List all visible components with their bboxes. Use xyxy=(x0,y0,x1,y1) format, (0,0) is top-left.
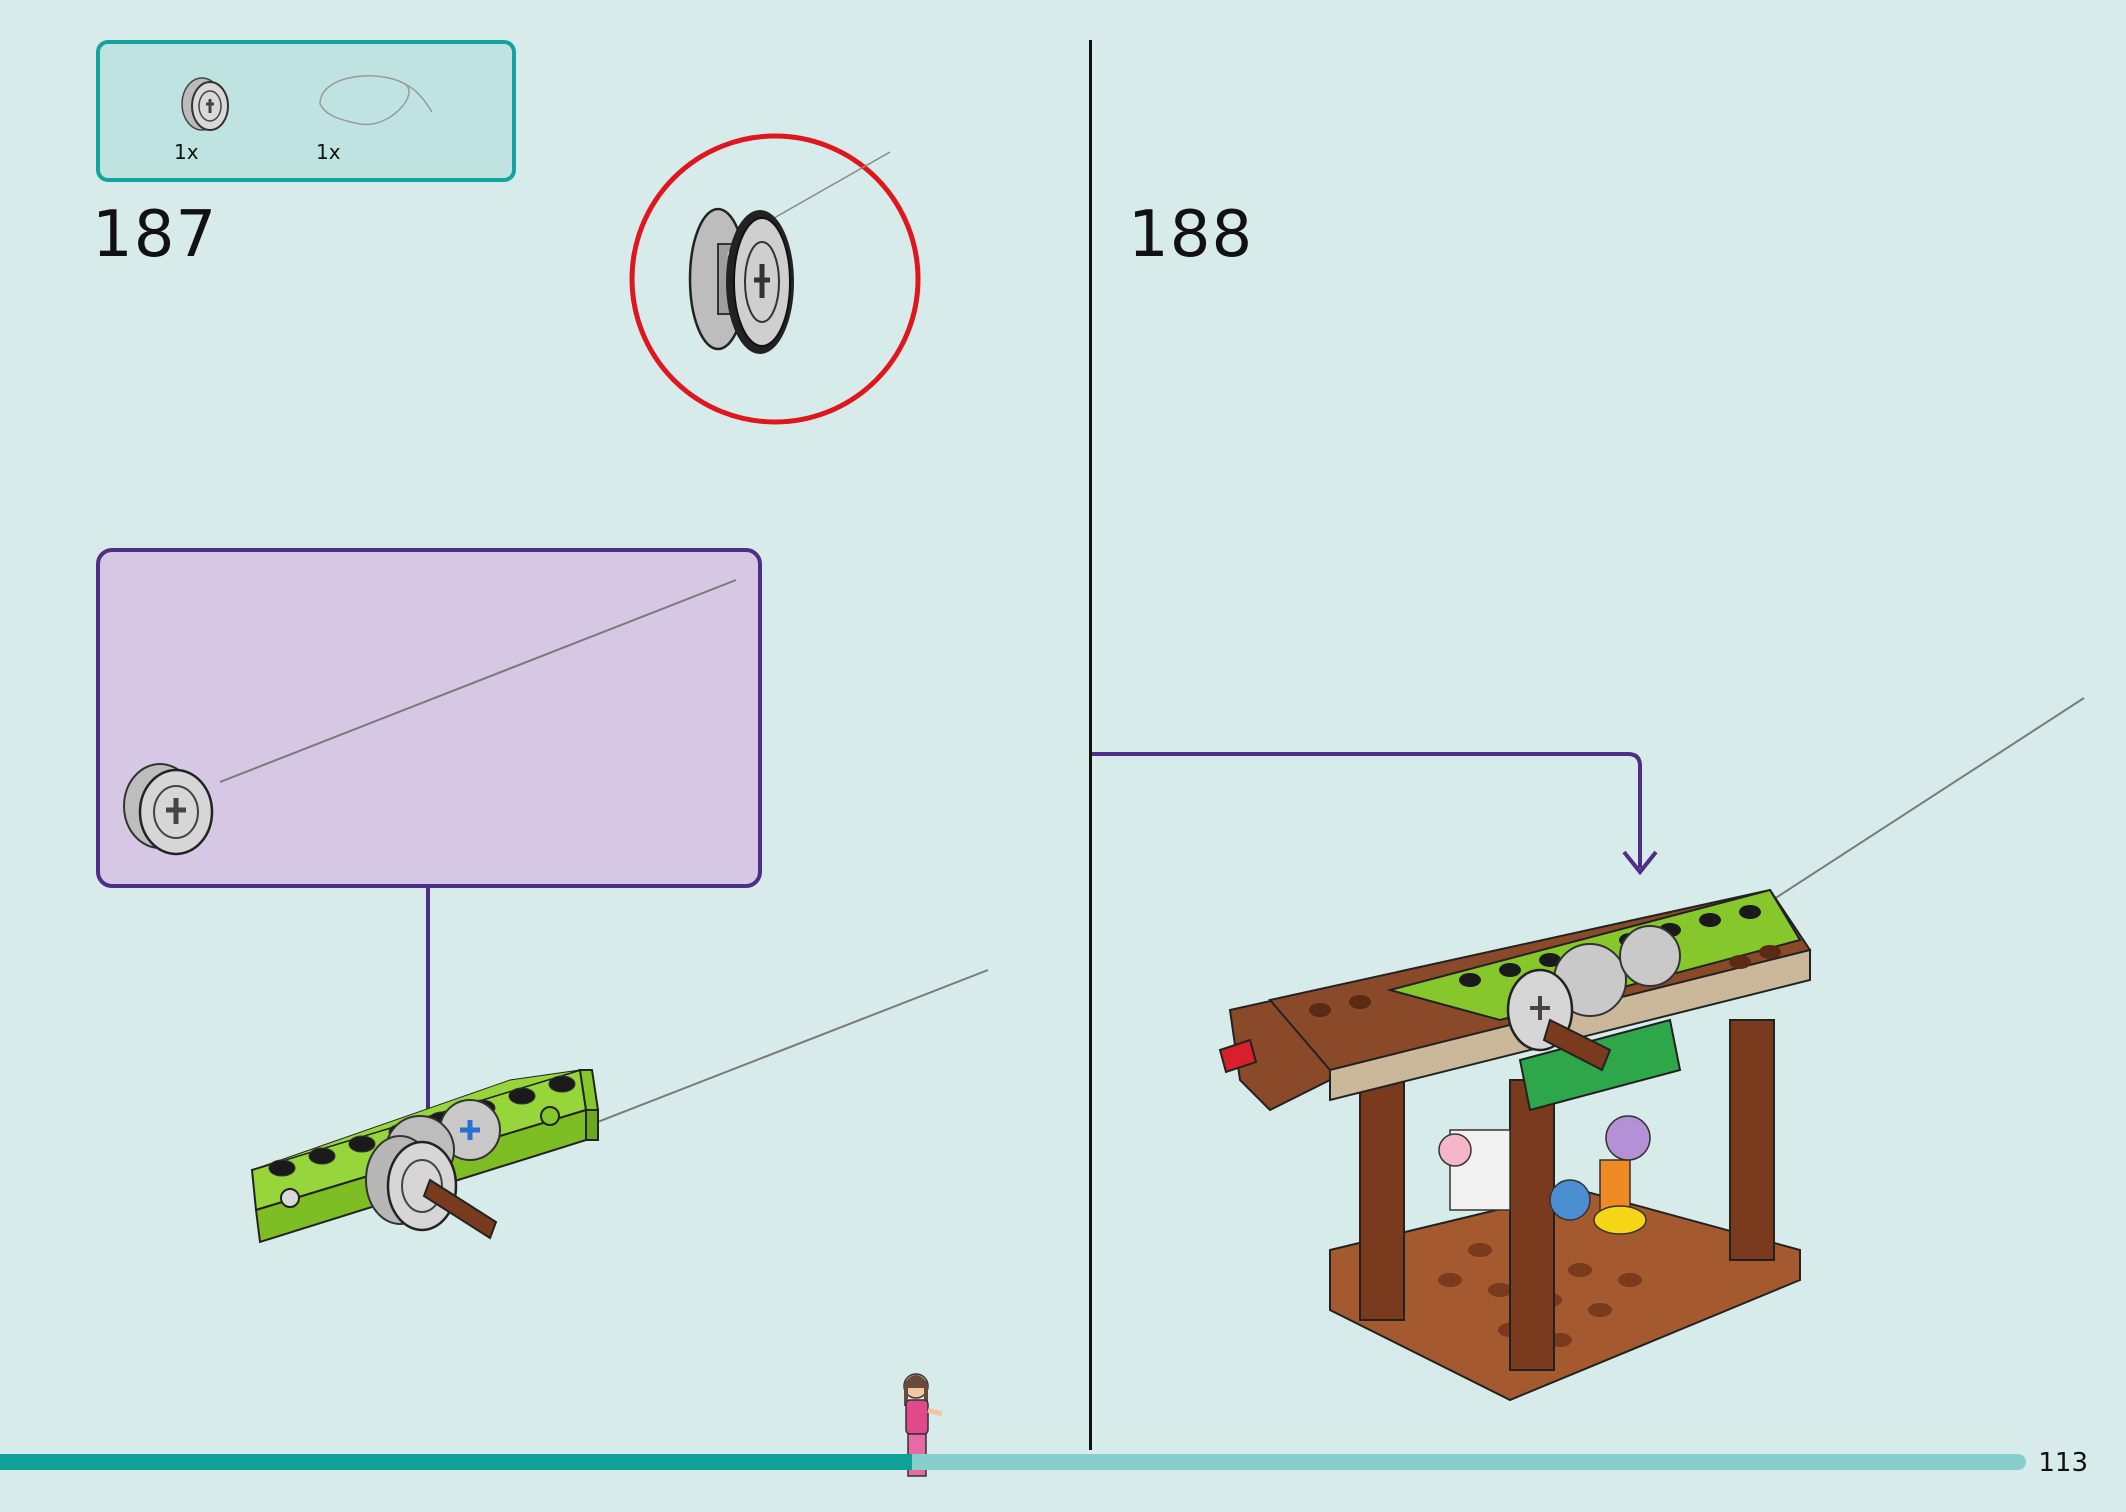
page-number: 113 xyxy=(2038,1448,2088,1478)
step-187-model-diagram xyxy=(250,969,989,1244)
step-number-187: 187 xyxy=(92,198,218,272)
placement-arrow xyxy=(1092,752,1658,876)
step-188-model-diagram xyxy=(1218,697,2085,1402)
minifigure-progress-marker xyxy=(903,1373,943,1477)
sub-assembly-box xyxy=(96,548,762,888)
step-number-188: 188 xyxy=(1128,198,1254,272)
pulley-wheel-part-icon xyxy=(181,77,229,131)
parts-list-box: 1x 1x xyxy=(96,40,516,182)
pulley-with-string-diagram xyxy=(123,579,737,856)
callout-zoom-circle xyxy=(629,133,921,425)
part-quantity: 1x xyxy=(174,140,199,164)
string-part-icon xyxy=(319,75,433,126)
progress-bar-fill xyxy=(0,1454,912,1470)
page-divider xyxy=(1089,40,1092,1450)
part-quantity: 1x xyxy=(316,140,341,164)
